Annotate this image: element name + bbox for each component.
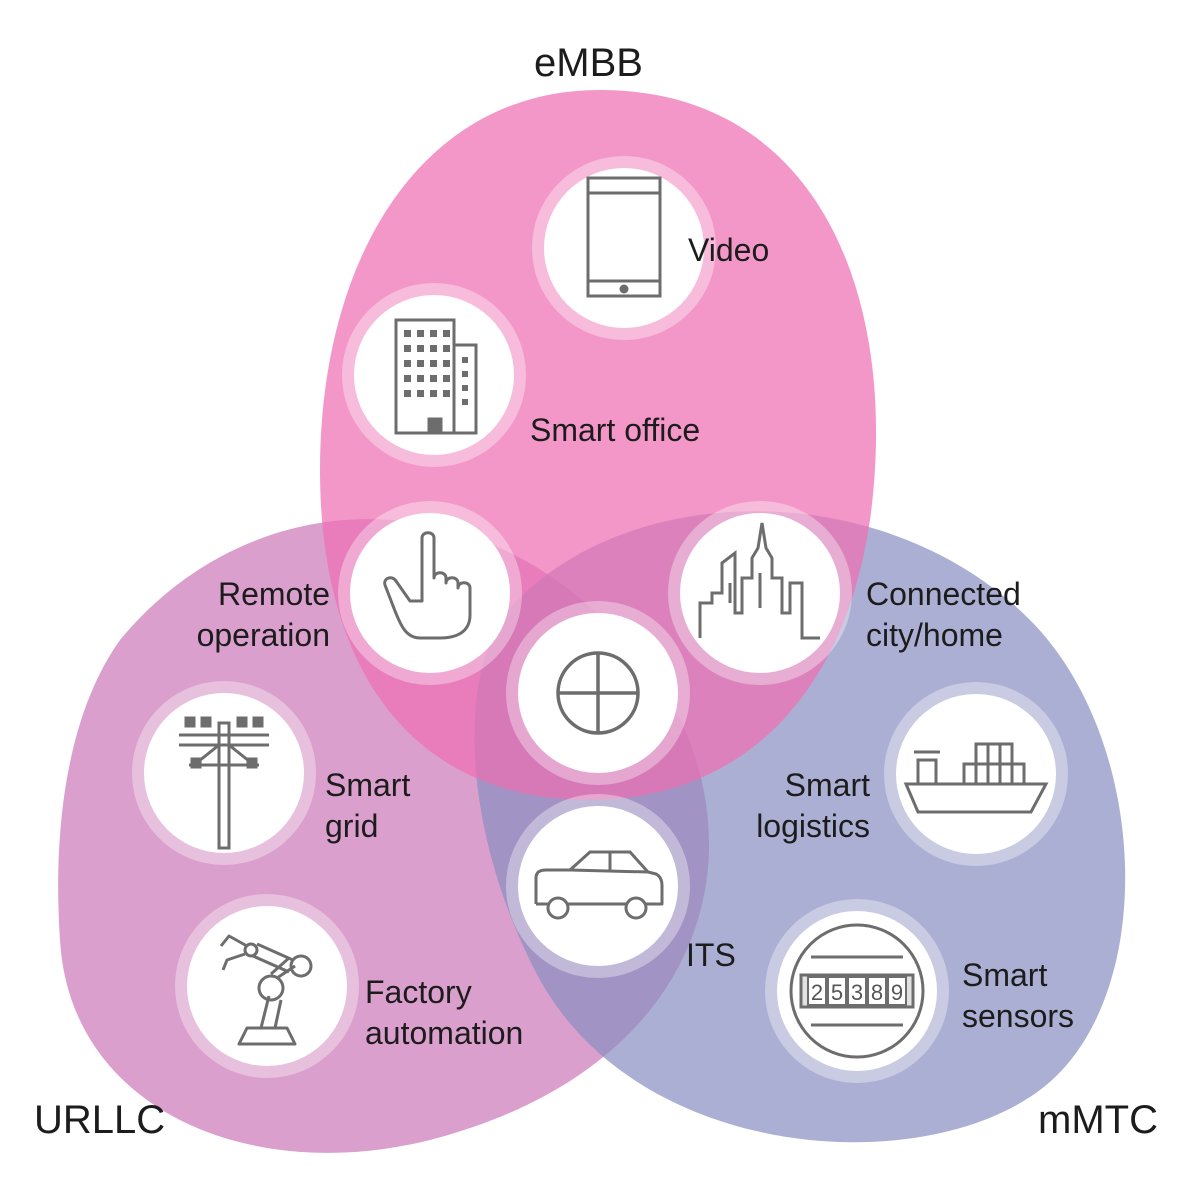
meter-digit-box xyxy=(827,976,847,1006)
smartphone-icon xyxy=(586,176,662,298)
remote-operation-icon-circle xyxy=(338,501,522,685)
smart-sensors-label-line-1: Smart xyxy=(962,957,1048,993)
meter-digit-box xyxy=(847,976,867,1006)
remote-operation-label: Remote operation xyxy=(182,574,330,656)
its-icon-circle xyxy=(506,794,690,978)
its-label: ITS xyxy=(686,935,736,976)
factory-automation-label: Factory automation xyxy=(365,972,523,1054)
remote-operation-label-line-1: Remote xyxy=(217,576,330,612)
meter-digit-box xyxy=(887,976,907,1006)
smart-logistics-label: Smart logistics xyxy=(722,765,870,847)
meter-digit: 3 xyxy=(851,980,863,1005)
center-icon-circle xyxy=(506,601,690,785)
mmtc-label: mMTC xyxy=(1038,1098,1158,1142)
meter-digit: 8 xyxy=(871,980,883,1005)
city-skyline-icon xyxy=(698,522,820,640)
smart-logistics-icon-circle xyxy=(884,682,1068,866)
factory-automation-icon-circle xyxy=(175,894,359,1078)
remote-operation-label-line-2: operation xyxy=(196,617,330,653)
smart-office-label: Smart office xyxy=(530,410,700,451)
smart-logistics-label-line-1: Smart xyxy=(784,767,870,803)
pointing-hand-icon xyxy=(383,531,472,640)
smart-office-label-line: Smart office xyxy=(530,412,701,448)
video-label: Video xyxy=(688,230,769,271)
urllc-label: URLLC xyxy=(34,1098,166,1142)
meter-digit: 5 xyxy=(831,980,843,1005)
connected-city-label-line-2: city/home xyxy=(866,617,1003,653)
factory-automation-label-line-1: Factory xyxy=(365,974,472,1010)
robot-arm-icon xyxy=(219,934,313,1046)
smart-sensors-label: Smart sensors xyxy=(962,955,1074,1037)
embb-label: eMBB xyxy=(534,41,643,85)
smart-grid-label: Smart grid xyxy=(325,765,410,847)
office-building-icon xyxy=(394,318,478,435)
meter-digit: 2 xyxy=(811,980,823,1005)
smart-grid-label-line-1: Smart xyxy=(325,767,411,803)
power-pole-icon xyxy=(179,716,269,850)
meter-digit-box xyxy=(807,976,827,1006)
connected-city-icon-circle xyxy=(668,501,852,685)
smart-sensors-label-line-2: sensors xyxy=(962,998,1075,1034)
plus-circle-icon xyxy=(556,651,640,735)
its-label-line: ITS xyxy=(686,937,736,973)
connected-city-label-line-1: Connected xyxy=(866,576,1021,612)
video-icon-circle xyxy=(532,156,716,340)
smart-office-icon-circle xyxy=(342,283,526,467)
meter-digit: 9 xyxy=(891,980,903,1005)
connected-city-label: Connected city/home xyxy=(866,574,1021,656)
smart-grid-icon-circle xyxy=(132,681,316,865)
video-label-line: Video xyxy=(688,232,770,268)
meter-digit-box xyxy=(867,976,887,1006)
smart-grid-label-line-2: grid xyxy=(325,808,379,844)
car-icon xyxy=(534,850,664,920)
cargo-ship-icon xyxy=(903,742,1049,814)
smart-logistics-label-line-2: logistics xyxy=(756,808,870,844)
factory-automation-label-line-2: automation xyxy=(365,1015,524,1051)
